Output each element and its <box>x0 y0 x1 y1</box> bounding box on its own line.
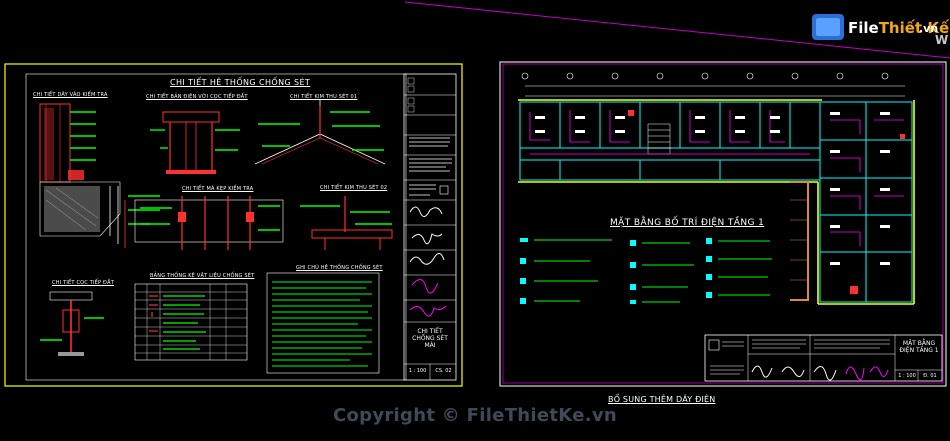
notes-title: GHI CHÚ HỆ THỐNG CHỐNG SÉT <box>296 265 383 271</box>
left-titleblock-drawing: CHI TIẾT CHỐNG SÉT MÁI <box>412 328 448 349</box>
detail-rod-01-label: CHI TIẾT KIM THU SÉT 01 <box>290 94 358 100</box>
materials-table-title: BẢNG THỐNG KÊ VẬT LIỆU CHỐNG SÉT <box>150 273 255 279</box>
detail-wall-label: CHI TIẾT DÂY VÀO KIỂM TRA <box>33 92 108 98</box>
left-sheet-border <box>4 63 463 387</box>
right-sheet <box>499 61 947 387</box>
materials-table <box>134 283 248 361</box>
wall-section-detail <box>39 103 160 248</box>
footer-note: BỔ SUNG THÊM DÂY ĐIỆN <box>608 395 716 404</box>
electrical-wiring <box>529 110 904 246</box>
left-titleblock-sheet: CS. 02 <box>435 368 452 374</box>
floor-plan-title: MẶT BẰNG BỐ TRÍ ĐIỆN TẦNG 1 <box>610 218 765 228</box>
right-sheet-border <box>499 61 947 387</box>
left-sheet-title: CHI TIẾT HỆ THỐNG CHỐNG SÉT <box>170 78 311 87</box>
brand-name: FileThiết Kế <box>848 19 950 37</box>
brand-logo <box>812 14 844 40</box>
left-titleblock-scale: 1 : 100 <box>408 368 427 374</box>
left-sheet <box>4 63 463 387</box>
detail-rod-02-label: CHI TIẾT KIM THU SÉT 02 <box>320 185 388 191</box>
stair <box>647 123 671 155</box>
rod-02-detail <box>300 196 393 250</box>
clamp-detail <box>134 196 284 250</box>
notes-block <box>266 272 380 374</box>
stake-detail <box>40 291 104 356</box>
brand-domain: .vn <box>919 22 939 35</box>
ground-rod-frame <box>150 111 240 174</box>
stray-wiring-line <box>404 1 950 59</box>
detail-ground-rod-label: CHI TIẾT BẢN ĐIỆN VỚI CỌC TIẾP ĐẤT <box>146 94 248 100</box>
right-titleblock-sheet: Đ. 01 <box>923 373 937 379</box>
right-titleblock-scale: 1 : 100 <box>898 373 916 379</box>
right-titleblock-drawing: MẶT BẰNG ĐIỆN TẦNG 1 <box>899 340 939 354</box>
copyright-watermark: Copyright © FileThietKe.vn <box>332 405 618 426</box>
legend <box>520 238 772 304</box>
detail-stake-label: CHI TIẾT CỌC TIẾP ĐẤT <box>52 280 114 286</box>
corner-watermark-letter: W <box>935 33 949 47</box>
signature-stack <box>409 206 447 317</box>
ramp <box>790 181 809 301</box>
detail-clamp-label: CHI TIẾT MÁ KẸP KIỂM TRA <box>182 186 254 192</box>
right-title-block <box>704 334 943 382</box>
rod-01-detail <box>254 100 386 165</box>
